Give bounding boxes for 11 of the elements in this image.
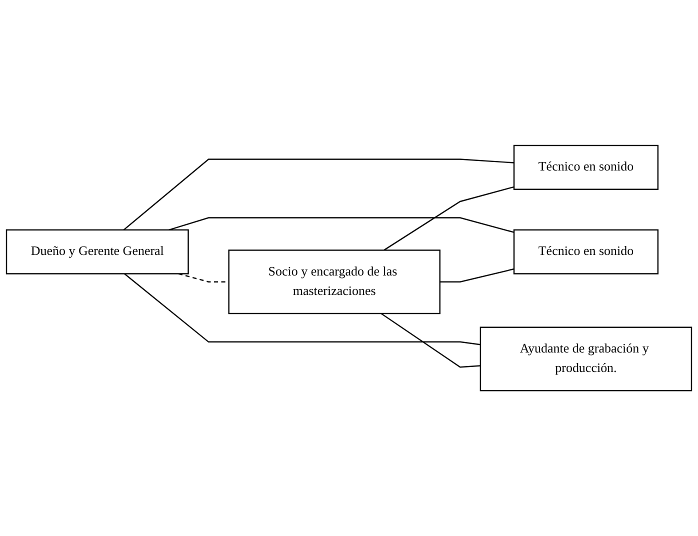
node-box: Socio y encargado de las masterizaciones (228, 250, 440, 314)
connector (380, 312, 480, 368)
connector (440, 268, 514, 282)
connector (384, 186, 514, 251)
node-box: Técnico en sonido (513, 144, 659, 190)
node-box: Técnico en sonido (513, 229, 659, 274)
connector (123, 158, 514, 230)
connector (168, 217, 514, 233)
node-box: Ayudante de grabación y producción. (480, 326, 692, 392)
connector (124, 273, 481, 346)
node-box: Dueño y Gerente General (6, 229, 189, 274)
